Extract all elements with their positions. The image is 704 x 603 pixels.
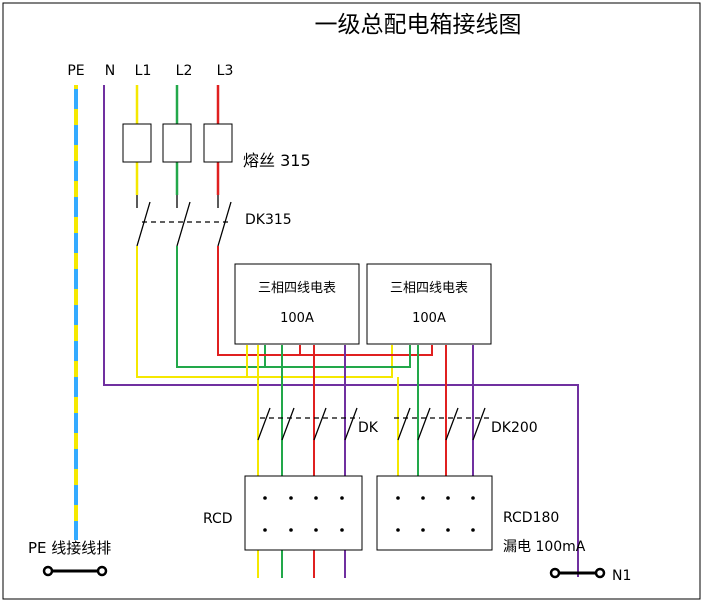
neutral-wire — [103, 85, 579, 577]
meter-left: 三相四线电表 100A — [234, 263, 360, 345]
diagram-title: 一级总配电箱接线图 — [315, 12, 522, 38]
l3-feed-wire-b — [300, 345, 433, 356]
l3-label: L3 — [217, 63, 234, 79]
rcd-left — [244, 475, 363, 551]
meter-right-name: 三相四线电表 — [390, 281, 468, 296]
rcd-left-label: RCD — [203, 511, 233, 527]
branch-switch-left-label: DK — [358, 420, 379, 436]
rcd-right — [376, 475, 493, 551]
branch-switch-right — [394, 407, 490, 441]
pe-label: PE — [67, 63, 84, 79]
main-switch — [136, 195, 232, 247]
meter-left-name: 三相四线电表 — [258, 281, 336, 296]
l1-label: L1 — [135, 63, 152, 79]
meter-right-rating: 100A — [412, 311, 446, 326]
meter-right: 三相四线电表 100A — [366, 263, 492, 345]
fuse-l2 — [162, 123, 192, 163]
rcd-right-label: RCD180 — [503, 510, 559, 526]
n-label: N — [105, 63, 115, 79]
pe-bar-label: PE 线接线排 — [28, 539, 111, 557]
n-bar-label: N1 — [612, 568, 631, 584]
branch-switch-right-label: DK200 — [491, 420, 538, 436]
branch-switch-left — [257, 407, 360, 441]
n-bar — [549, 567, 606, 579]
fuse-group — [122, 123, 233, 163]
pe-bar — [42, 565, 108, 577]
l1-feed-wire — [136, 246, 393, 378]
fuse-l1 — [122, 123, 152, 163]
fuse-label: 熔丝 315 — [243, 151, 311, 170]
rcd-right-sublabel: 漏电 100mA — [503, 539, 586, 555]
meter-left-rating: 100A — [280, 311, 314, 326]
fuse-l3 — [203, 123, 233, 163]
main-switch-label: DK315 — [245, 212, 292, 228]
l2-label: L2 — [176, 63, 193, 79]
